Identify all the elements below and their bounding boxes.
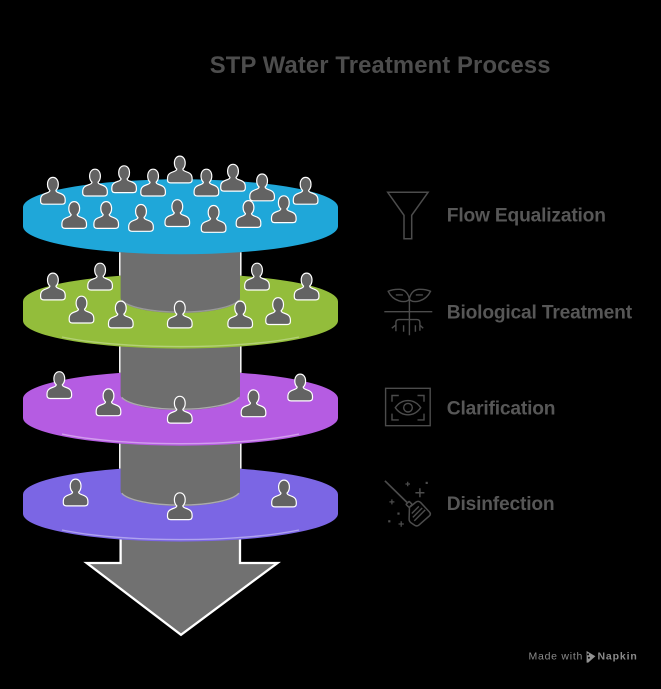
svg-text:Napkin: Napkin (598, 651, 638, 663)
svg-text:Flow Equalization: Flow Equalization (447, 206, 606, 227)
svg-text:Clarification: Clarification (447, 398, 556, 419)
svg-text:Disinfection: Disinfection (447, 494, 555, 515)
svg-text:STP Water Treatment Process: STP Water Treatment Process (210, 52, 551, 79)
svg-text:Made with: Made with (529, 651, 584, 663)
svg-text:Biological Treatment: Biological Treatment (447, 302, 633, 323)
